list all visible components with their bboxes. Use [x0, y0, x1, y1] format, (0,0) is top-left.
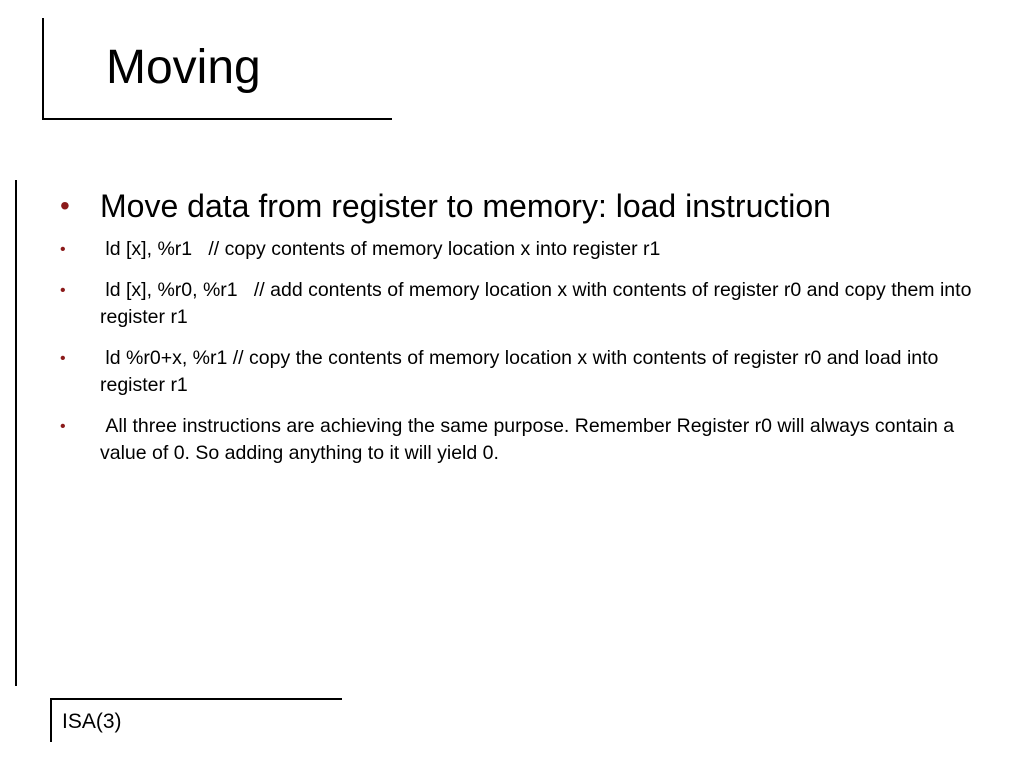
footer-label: ISA(3)	[62, 710, 122, 733]
bullet-icon: •	[60, 282, 66, 299]
bullet-text: Move data from register to memory: load …	[100, 188, 831, 224]
bullet-list: • Move data from register to memory: loa…	[60, 186, 980, 481]
slide-title: Moving	[106, 41, 261, 94]
bullet-text: ld %r0+x, %r1 // copy the contents of me…	[100, 347, 944, 396]
bullet-icon: •	[60, 241, 66, 258]
bullet-item-ld-r0-plus-x: • ld %r0+x, %r1 // copy the contents of …	[60, 345, 980, 399]
bullet-item-ld-x-r1: • ld [x], %r1 // copy contents of memory…	[60, 236, 980, 263]
title-vertical-rule	[42, 18, 44, 118]
footer-top-rule	[50, 698, 342, 700]
bullet-icon: •	[60, 190, 70, 221]
bullet-item-ld-x-r0-r1: • ld [x], %r0, %r1 // add contents of me…	[60, 277, 980, 331]
bullet-text: ld [x], %r1 // copy contents of memory l…	[100, 238, 661, 260]
title-underline-rule	[42, 118, 392, 120]
bullet-item-main: • Move data from register to memory: loa…	[60, 186, 980, 226]
bullet-text: All three instructions are achieving the…	[100, 415, 960, 464]
footer-vertical-rule	[50, 700, 52, 742]
bullet-text: ld [x], %r0, %r1 // add contents of memo…	[100, 279, 977, 328]
bullet-icon: •	[60, 350, 66, 367]
bullet-icon: •	[60, 418, 66, 435]
bullet-item-summary: • All three instructions are achieving t…	[60, 413, 980, 467]
content-vertical-rule	[15, 180, 17, 686]
